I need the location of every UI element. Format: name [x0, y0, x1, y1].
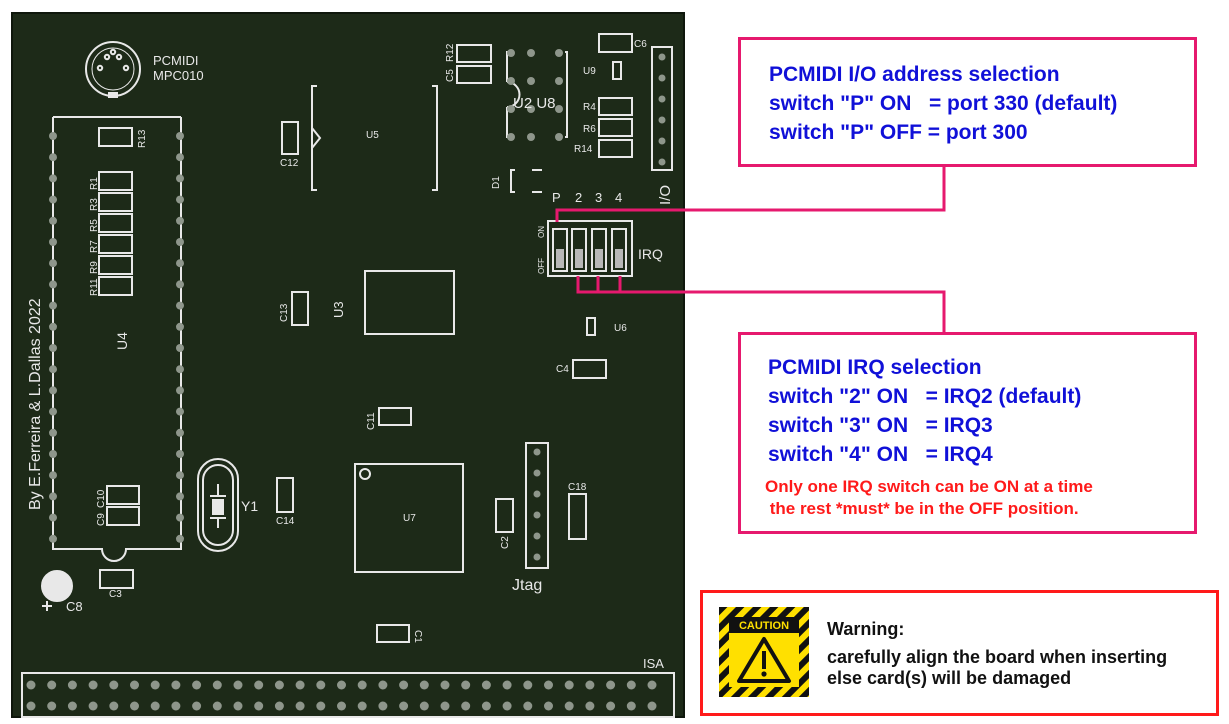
- r11-label: R11: [89, 278, 100, 296]
- warning-line1: carefully align the board when inserting: [827, 647, 1168, 667]
- irq-callout-line2: switch "3" ON = IRQ3: [768, 414, 993, 437]
- isa-label: ISA: [643, 656, 664, 671]
- u2-u8-label: U2 U8: [513, 95, 556, 112]
- logo-model: MPC010: [153, 68, 204, 83]
- c1-label: C1: [412, 630, 423, 643]
- address-callout: PCMIDI I/O address selection switch "P" …: [738, 37, 1197, 167]
- isa-connector: [21, 672, 675, 718]
- r13-label: R13: [137, 129, 148, 148]
- irq-label: IRQ: [638, 246, 663, 262]
- u9-label: U9: [583, 66, 596, 77]
- switch-4-label: 4: [615, 190, 622, 205]
- midi-connector-icon: [85, 41, 141, 98]
- y1-label: Y1: [241, 498, 258, 514]
- logo-title: PCMIDI: [153, 53, 199, 68]
- io-label: I/O: [657, 185, 674, 205]
- warning-line2: else card(s) will be damaged: [827, 668, 1072, 688]
- u7-label: U7: [403, 513, 416, 524]
- caution-sign-text: CAUTION: [739, 620, 789, 632]
- credit-text: By E.Ferreira & L.Dallas 2022: [27, 298, 44, 510]
- c4-label: C4: [556, 364, 569, 375]
- u6-label: U6: [614, 323, 627, 334]
- c11-label: C11: [366, 412, 377, 430]
- irq-note-line1: Only one IRQ switch can be ON at a time: [765, 477, 1093, 496]
- crystal-outline: [197, 458, 239, 552]
- u5-label: U5: [366, 130, 379, 141]
- warning-heading: Warning:: [827, 619, 905, 639]
- isa-pins: [26, 680, 657, 711]
- c5-label: C5: [445, 69, 456, 82]
- c10-label: C10: [96, 489, 107, 508]
- capacitor-c8-icon: [41, 570, 73, 602]
- r6-label: R6: [583, 124, 596, 135]
- switch-on-label: ON: [537, 226, 546, 238]
- c3-label: C3: [109, 589, 122, 600]
- pcb-pads: [49, 49, 666, 561]
- address-callout-line1: switch "P" ON = port 330 (default): [769, 92, 1118, 115]
- irq-callout-title: PCMIDI IRQ selection: [768, 356, 982, 379]
- u4-label: U4: [114, 332, 130, 350]
- u4-outline: [52, 116, 182, 562]
- jtag-label: Jtag: [512, 577, 542, 594]
- callout-connectors: [555, 166, 946, 333]
- switch-p-label: P: [552, 190, 561, 205]
- c6-label: C6: [634, 39, 647, 50]
- address-callout-line2: switch "P" OFF = port 300: [769, 121, 1028, 144]
- irq-callout-line3: switch "4" ON = IRQ4: [768, 443, 993, 466]
- irq-callout: PCMIDI IRQ selection switch "2" ON = IRQ…: [738, 332, 1197, 534]
- c9-label: C9: [96, 513, 107, 526]
- r5-label: R5: [89, 219, 100, 232]
- c14-label: C14: [276, 516, 295, 527]
- r7-label: R7: [89, 240, 100, 253]
- irq-note-line2: the rest *must* be in the OFF position.: [765, 499, 1079, 518]
- dip-switch-block: [547, 220, 633, 277]
- r1-label: R1: [89, 177, 100, 190]
- address-callout-title: PCMIDI I/O address selection: [769, 63, 1060, 86]
- r4-label: R4: [583, 102, 596, 113]
- switch-3-label: 3: [595, 190, 602, 205]
- caution-sign-icon: CAUTION: [719, 607, 809, 697]
- c2-label: C2: [500, 536, 511, 549]
- irq-callout-line1: switch "2" ON = IRQ2 (default): [768, 385, 1082, 408]
- c12-label: C12: [280, 158, 299, 169]
- warning-box: CAUTION Warning: carefully align the boa…: [700, 590, 1219, 716]
- switch-off-label: OFF: [537, 258, 546, 274]
- r3-label: R3: [89, 198, 100, 211]
- switch-2-label: 2: [575, 190, 582, 205]
- u3-label: U3: [331, 301, 346, 318]
- pcb-substrate: [12, 13, 684, 717]
- c18-label: C18: [568, 482, 587, 493]
- r14-label: R14: [574, 144, 593, 155]
- d1-label: D1: [491, 176, 502, 189]
- r9-label: R9: [89, 261, 100, 274]
- jtag-header: [525, 442, 549, 569]
- c8-label: C8: [66, 599, 83, 614]
- r12-label: R12: [445, 43, 456, 62]
- c13-label: C13: [279, 303, 290, 322]
